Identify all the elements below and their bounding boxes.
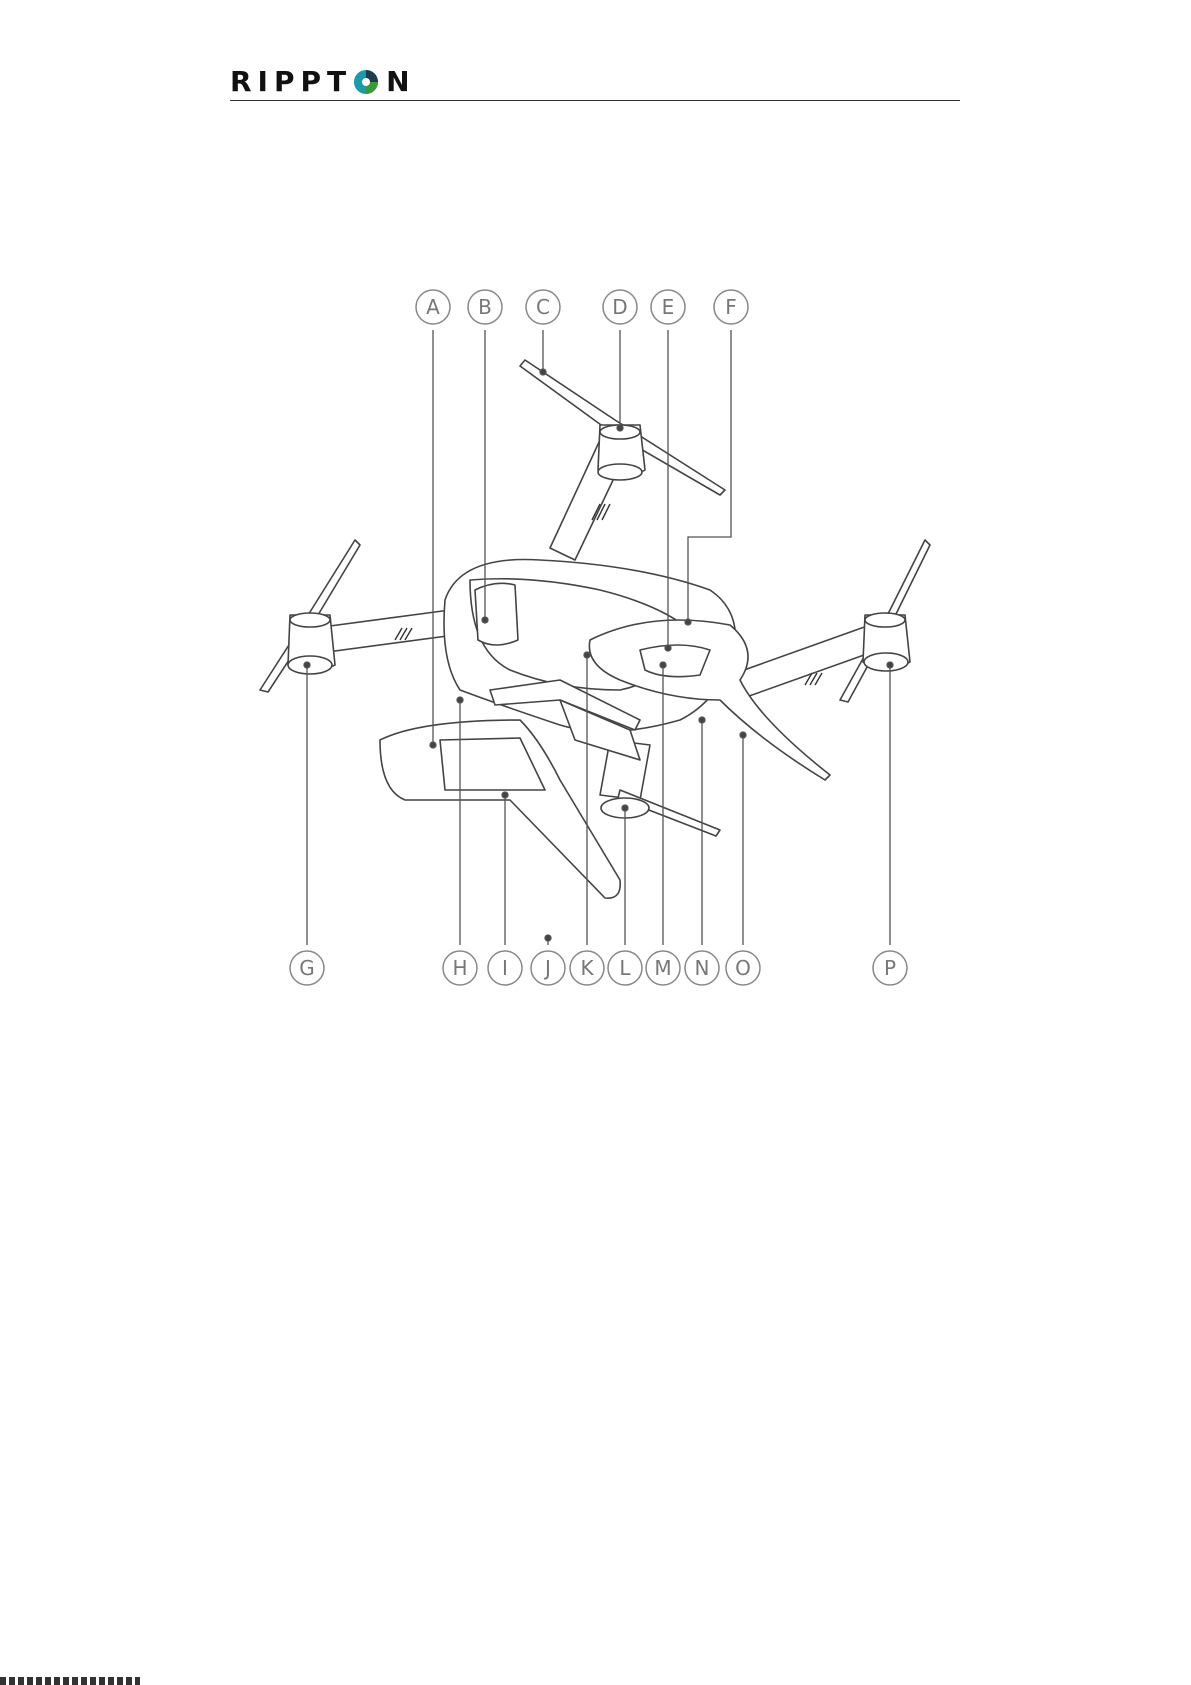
callout-K: K	[570, 951, 604, 985]
callout-A: A	[416, 290, 450, 324]
svg-text:M: M	[654, 956, 671, 980]
svg-text:N: N	[695, 956, 710, 980]
callout-O: O	[726, 951, 760, 985]
callout-N: N	[685, 951, 719, 985]
callout-P: P	[873, 951, 907, 985]
callout-H: H	[443, 951, 477, 985]
svg-text:A: A	[426, 295, 440, 319]
svg-text:H: H	[452, 956, 467, 980]
svg-text:G: G	[299, 956, 315, 980]
callout-E: E	[651, 290, 685, 324]
svg-text:F: F	[725, 295, 737, 319]
svg-text:O: O	[735, 956, 751, 980]
svg-text:B: B	[478, 295, 492, 319]
callout-D: D	[603, 290, 637, 324]
callout-J: J	[531, 951, 565, 985]
cropped-text-fragment	[0, 1677, 140, 1685]
svg-text:P: P	[884, 956, 896, 980]
svg-text:E: E	[662, 295, 675, 319]
callout-F: F	[714, 290, 748, 324]
svg-text:C: C	[536, 295, 550, 319]
callout-B: B	[468, 290, 502, 324]
callout-L: L	[608, 951, 642, 985]
svg-text:J: J	[543, 956, 551, 980]
callout-C: C	[526, 290, 560, 324]
callout-M: M	[646, 951, 680, 985]
svg-text:I: I	[502, 956, 508, 980]
callout-G: G	[290, 951, 324, 985]
svg-text:K: K	[580, 956, 594, 980]
svg-text:D: D	[612, 295, 627, 319]
svg-text:L: L	[619, 956, 631, 980]
callout-I: I	[488, 951, 522, 985]
